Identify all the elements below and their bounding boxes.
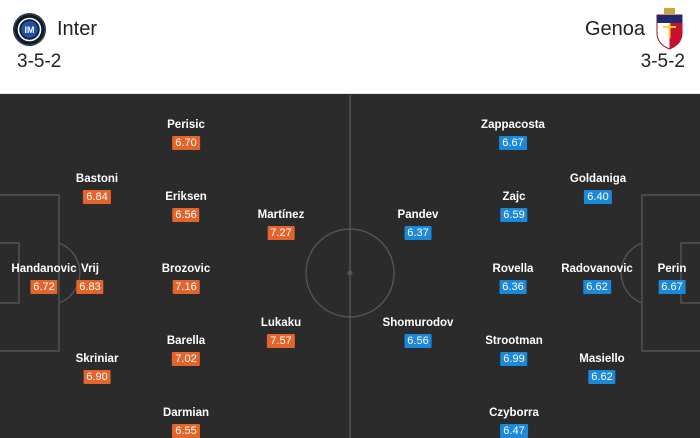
- player-rating: 6.62: [583, 280, 611, 294]
- player-goldaniga[interactable]: Goldaniga 6.40: [570, 172, 626, 204]
- match-header: IM Inter 3-5-2 Genoa 3-5-2: [0, 0, 700, 94]
- player-vrij[interactable]: Vrij 6.83: [76, 262, 104, 294]
- player-rating: 7.02: [172, 352, 200, 366]
- player-name: Eriksen: [165, 191, 207, 203]
- player-name: Martínez: [257, 209, 305, 221]
- player-rating: 6.90: [83, 370, 111, 384]
- player-name: Handanovic: [11, 263, 77, 275]
- player-name: Brozovic: [161, 263, 211, 275]
- player-masiello[interactable]: Masiello 6.62: [579, 352, 625, 384]
- player-name: Zajc: [502, 191, 526, 203]
- player-name: Zappacosta: [481, 119, 545, 131]
- player-rating: 7.27: [267, 226, 295, 240]
- player-martinez[interactable]: Martínez 7.27: [257, 208, 305, 240]
- player-name: Perisic: [167, 119, 205, 131]
- player-name: Strootman: [485, 335, 543, 347]
- genoa-crest-icon: [655, 8, 684, 50]
- player-name: Skriniar: [75, 353, 119, 365]
- inter-crest-icon: IM: [13, 13, 46, 46]
- player-name: Rovella: [492, 263, 534, 275]
- player-rating: 6.70: [172, 136, 200, 150]
- player-name: Bastoni: [75, 173, 119, 185]
- player-rating: 7.16: [172, 280, 200, 294]
- player-bastoni[interactable]: Bastoni 6.84: [76, 172, 118, 204]
- player-rating: 6.59: [500, 208, 528, 222]
- player-rating: 6.56: [172, 208, 200, 222]
- player-czyborra[interactable]: Czyborra 6.47: [489, 406, 539, 438]
- player-rating: 6.36: [499, 280, 527, 294]
- player-name: Lukaku: [260, 317, 302, 329]
- player-zappacosta[interactable]: Zappacosta 6.67: [481, 118, 545, 150]
- player-rating: 6.84: [83, 190, 111, 204]
- player-name: Czyborra: [489, 407, 539, 419]
- player-name: Masiello: [579, 353, 625, 365]
- player-name: Vrij: [81, 263, 99, 275]
- player-darmian[interactable]: Darmian 6.55: [163, 406, 209, 438]
- player-skriniar[interactable]: Skriniar 6.90: [75, 352, 119, 384]
- player-rating: 6.55: [172, 424, 200, 438]
- away-formation: 3-5-2: [640, 51, 685, 72]
- player-rating: 6.83: [76, 280, 104, 294]
- player-rating: 6.99: [500, 352, 528, 366]
- player-name: Radovanovic: [561, 263, 633, 275]
- player-brozovic[interactable]: Brozovic 7.16: [161, 262, 211, 294]
- player-handanovic[interactable]: Handanovic 6.72: [11, 262, 77, 294]
- player-barella[interactable]: Barella 7.02: [167, 334, 205, 366]
- player-name: Pandev: [397, 209, 439, 221]
- player-eriksen[interactable]: Eriksen 6.56: [165, 190, 207, 222]
- home-formation: 3-5-2: [17, 51, 62, 72]
- player-rovella[interactable]: Rovella 6.36: [492, 262, 534, 294]
- player-rating: 7.57: [267, 334, 295, 348]
- player-name: Barella: [166, 335, 206, 347]
- player-strootman[interactable]: Strootman 6.99: [485, 334, 543, 366]
- svg-text:IM: IM: [25, 25, 35, 35]
- player-rating: 6.72: [30, 280, 58, 294]
- player-name: Darmian: [162, 407, 210, 419]
- player-rating: 6.37: [404, 226, 432, 240]
- pitch: Handanovic 6.72 Bastoni 6.84 Vrij 6.83 S…: [0, 95, 700, 438]
- player-radovanovic[interactable]: Radovanovic 6.62: [561, 262, 633, 294]
- player-pandev[interactable]: Pandev 6.37: [397, 208, 439, 240]
- player-perisic[interactable]: Perisic 6.70: [167, 118, 205, 150]
- player-rating: 6.56: [404, 334, 432, 348]
- home-team-name: Inter: [57, 18, 98, 40]
- player-perin[interactable]: Perin 6.67: [657, 262, 687, 294]
- player-rating: 6.62: [588, 370, 616, 384]
- pitch-lines: [0, 95, 700, 438]
- player-rating: 6.67: [499, 136, 527, 150]
- away-team-name: Genoa: [584, 18, 645, 40]
- player-name: Goldaniga: [569, 173, 627, 185]
- player-lukaku[interactable]: Lukaku 7.57: [261, 316, 301, 348]
- player-name: Perin: [657, 263, 687, 275]
- player-zajc[interactable]: Zajc 6.59: [500, 190, 528, 222]
- player-rating: 6.47: [500, 424, 528, 438]
- player-rating: 6.67: [658, 280, 686, 294]
- player-rating: 6.40: [584, 190, 612, 204]
- player-shomurodov[interactable]: Shomurodov 6.56: [382, 316, 454, 348]
- player-name: Shomurodov: [382, 317, 454, 329]
